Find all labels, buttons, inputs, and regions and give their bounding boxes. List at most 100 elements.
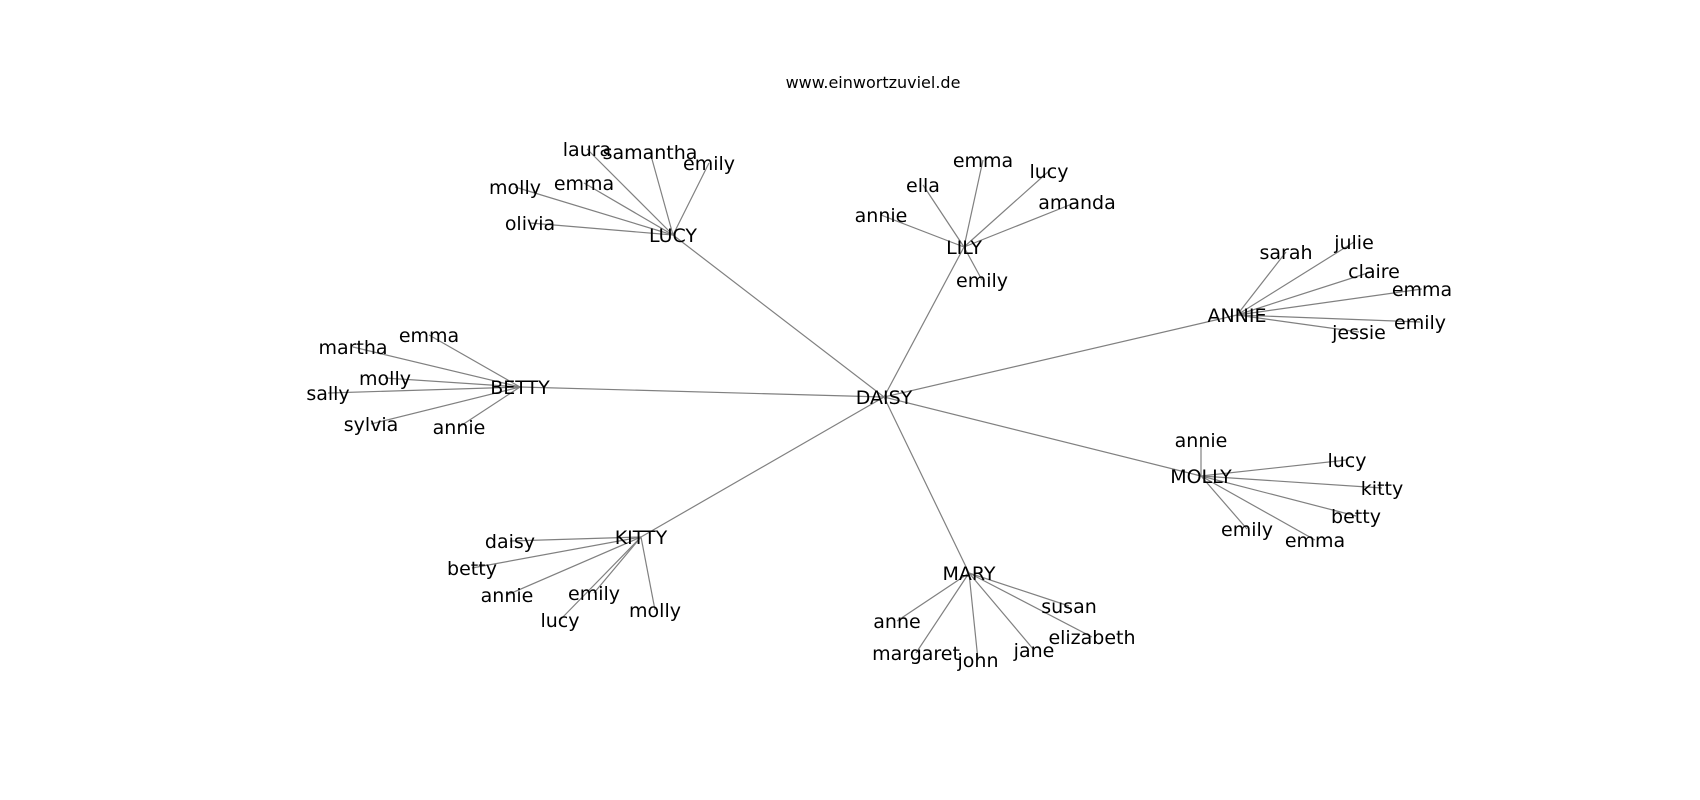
edge-molly-emma <box>1200 475 1316 541</box>
edge-lily-emma <box>963 159 984 248</box>
leaf-node-label: elizabeth <box>1048 627 1135 649</box>
edge-kitty-lucy <box>559 536 642 621</box>
leaf-node-label: annie <box>855 205 908 227</box>
graph-labels: www.einwortzuviel.de DAISY LUCY laurasaman… <box>306 73 1452 672</box>
hub-node-label: MARY <box>943 563 996 585</box>
edge-annie-emily <box>1236 314 1421 323</box>
leaf-node-label: molly <box>489 177 541 199</box>
edge-kitty-emily <box>593 536 642 594</box>
edge-lily-annie <box>880 214 965 248</box>
edge-root-lily <box>883 246 965 398</box>
edge-lucy-emily <box>672 162 710 236</box>
edge-betty-molly <box>384 377 521 388</box>
leaf-node-label: emma <box>554 173 614 195</box>
leaf-node-label: annie <box>433 417 486 439</box>
hub-node-label: LUCY <box>649 225 697 247</box>
edge-betty-sylvia <box>370 386 521 425</box>
edge-lily-lucy <box>963 170 1050 248</box>
leaf-node-label: julie <box>1333 232 1374 254</box>
edge-molly-lucy <box>1200 459 1348 477</box>
leaf-node-label: anne <box>873 611 920 633</box>
edge-annie-claire <box>1236 270 1375 316</box>
edge-root-betty <box>519 386 885 398</box>
leaf-node-label: molly <box>629 600 681 622</box>
edge-lucy-emma <box>583 182 674 236</box>
edge-lucy-samantha <box>649 151 674 236</box>
edge-molly-kitty <box>1200 475 1383 489</box>
leaf-node-label: margaret <box>872 643 960 665</box>
leaf-node-label: lucy <box>1327 450 1366 472</box>
leaf-node-label: claire <box>1348 261 1400 283</box>
edge-mary-elizabeth <box>968 572 1093 638</box>
edge-kitty-betty <box>471 536 642 569</box>
edge-lucy-laura <box>586 148 674 236</box>
edge-kitty-molly <box>640 536 656 611</box>
edge-root-molly <box>883 396 1202 477</box>
edge-molly-emily <box>1200 475 1248 530</box>
hub-node-label: LILY <box>946 237 982 259</box>
edge-betty-martha <box>352 346 521 388</box>
leaf-node-label: emily <box>1221 519 1273 541</box>
graph-title: www.einwortzuviel.de <box>786 73 961 92</box>
leaf-node-label: ella <box>906 175 940 197</box>
edge-molly-betty <box>1200 475 1357 517</box>
hub-node-label: KITTY <box>615 527 668 549</box>
leaf-node-label: lucy <box>540 610 579 632</box>
leaf-node-label: molly <box>359 368 411 390</box>
hub-node-label: BETTY <box>490 377 550 399</box>
hub-node-label: ANNIE <box>1207 305 1266 327</box>
edge-betty-annie <box>458 386 521 428</box>
leaf-node-label: sally <box>306 383 349 405</box>
root-node-label: DAISY <box>856 387 913 409</box>
leaf-node-label: emma <box>1285 530 1345 552</box>
edge-lily-emily <box>963 246 983 281</box>
edge-mary-john <box>968 572 979 661</box>
leaf-node-label: emma <box>1392 279 1452 301</box>
leaf-node-label: john <box>957 650 999 672</box>
leaf-node-label: lucy <box>1029 161 1068 183</box>
edge-root-kitty <box>640 396 885 538</box>
edge-annie-julie <box>1236 241 1355 316</box>
leaf-node-label: amanda <box>1038 192 1116 214</box>
leaf-node-label: annie <box>1175 430 1228 452</box>
leaf-node-label: emma <box>953 150 1013 172</box>
leaf-node-label: jessie <box>1331 322 1386 344</box>
leaf-node-label: emily <box>683 153 735 175</box>
leaf-node-label: annie <box>481 585 534 607</box>
edge-kitty-annie <box>506 536 642 596</box>
graph-edges <box>327 148 1423 661</box>
leaf-node-label: emily <box>956 270 1008 292</box>
edge-root-lucy <box>672 234 885 398</box>
edge-betty-sally <box>327 386 521 394</box>
edge-lucy-molly <box>514 186 674 236</box>
leaf-node-label: jane <box>1013 640 1055 662</box>
edge-root-annie <box>883 314 1238 398</box>
edge-mary-susan <box>968 572 1070 607</box>
leaf-node-label: martha <box>318 337 387 359</box>
leaf-node-label: sarah <box>1259 242 1312 264</box>
leaf-node-label: laura <box>563 139 611 161</box>
hub-node-label: MOLLY <box>1170 466 1232 488</box>
edge-lucy-olivia <box>529 222 674 236</box>
leaf-node-label: betty <box>1331 506 1381 528</box>
leaf-node-label: betty <box>447 558 497 580</box>
leaf-node-label: emily <box>568 583 620 605</box>
leaf-node-label: kitty <box>1361 478 1403 500</box>
edge-annie-jessie <box>1236 314 1360 333</box>
leaf-node-label: sylvia <box>344 414 399 436</box>
edge-lily-ella <box>922 184 965 248</box>
edge-kitty-daisy <box>509 536 642 542</box>
edge-mary-anne <box>896 572 970 622</box>
edge-root-mary <box>883 396 970 574</box>
leaf-node-label: emma <box>399 325 459 347</box>
edge-betty-emma <box>428 334 521 388</box>
edge-mary-jane <box>968 572 1035 651</box>
edge-annie-emma <box>1236 288 1423 316</box>
leaf-node-label: samantha <box>603 142 698 164</box>
edge-lily-amanda <box>963 201 1078 248</box>
leaf-node-label: susan <box>1041 596 1097 618</box>
leaf-node-label: daisy <box>485 531 535 553</box>
leaf-node-label: emily <box>1394 312 1446 334</box>
edge-mary-margaret <box>915 572 970 654</box>
